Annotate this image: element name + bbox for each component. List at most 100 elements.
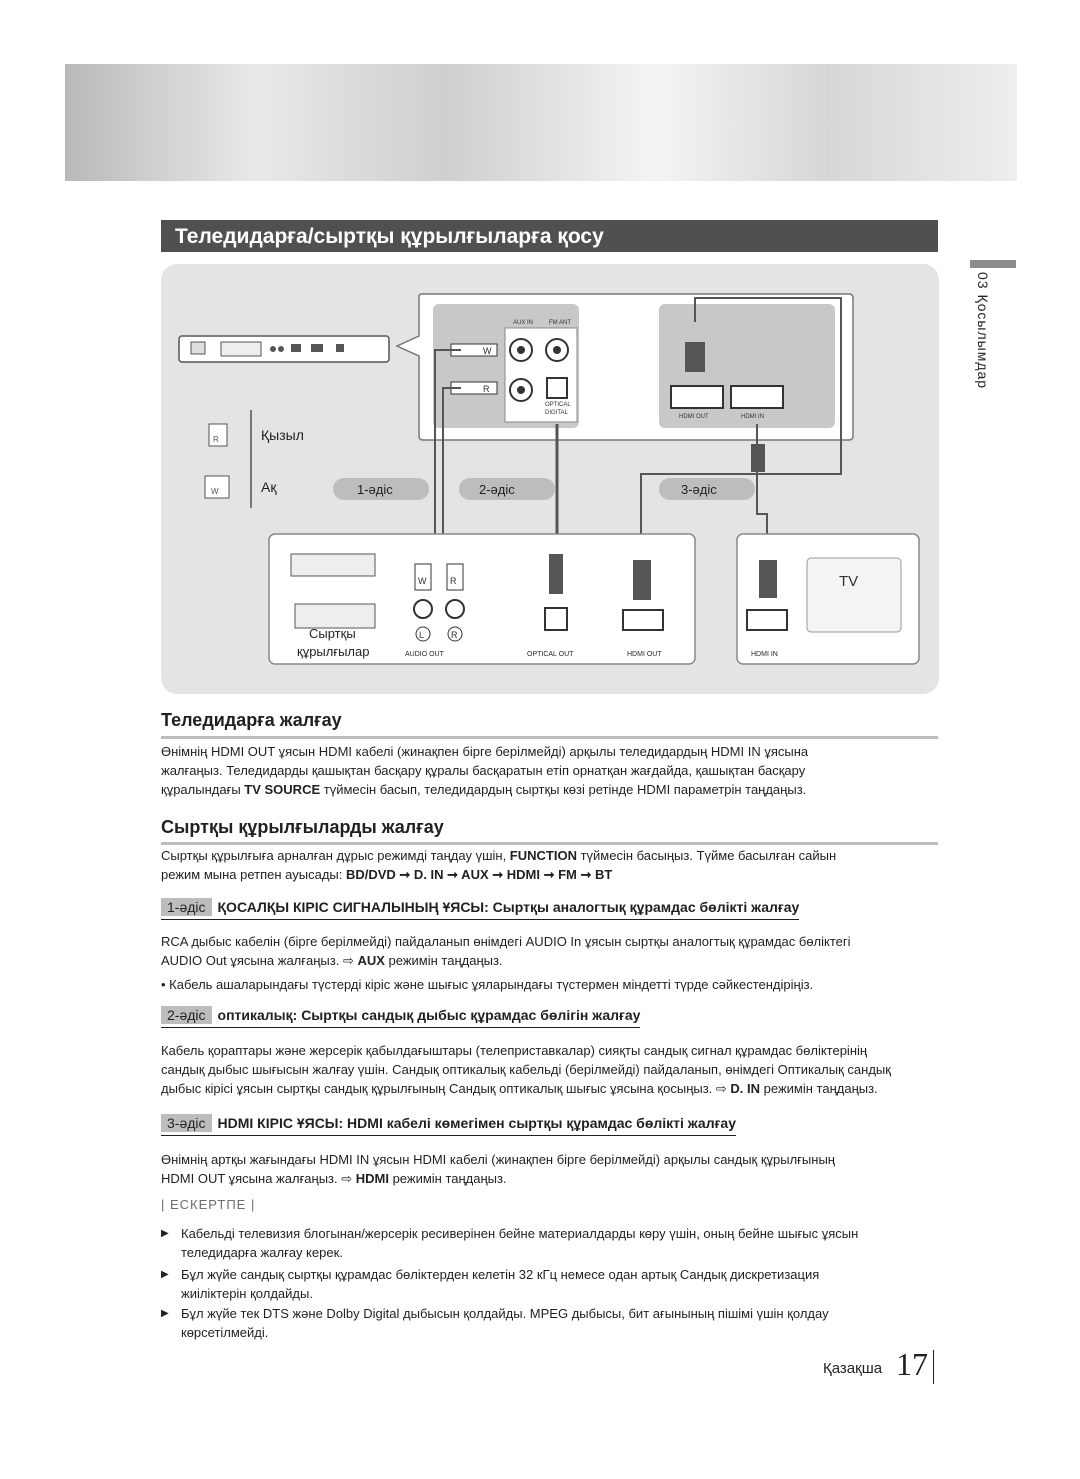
connection-diagram: AUX IN FM ANT OPTICAL DIGITAL W R HDMI O… (161, 264, 939, 694)
product-unit (178, 335, 390, 363)
text-line: жалғаңыз. Теледидарды қашықтан басқару қ… (161, 763, 806, 778)
legend-white-plug (204, 475, 230, 499)
method3-text: Өнімнің артқы жағындағы HDMI IN ұясын HD… (161, 1150, 941, 1188)
text-line: AUDIO Out ұясына жалғаңыз. ⇨ AUX режимін… (161, 953, 503, 968)
panel-hdmi-in-label: HDMI IN (741, 414, 764, 420)
plug-r-label: R (483, 384, 490, 394)
hdmi-in-jack (746, 609, 788, 631)
header-band (65, 64, 1017, 181)
digital-label: DIGITAL (545, 410, 569, 416)
method2-heading: 2-әдіс оптикалық: Сыртқы сандық дыбыс құр… (161, 1006, 641, 1028)
jack-l-label: L (419, 630, 424, 640)
footer-language: Қазақша (823, 1360, 883, 1377)
tv-label: TV (839, 573, 858, 590)
method2-text: Кабель қораптары және жерсерік қабылдағы… (161, 1041, 941, 1098)
method3-heading-text: HDMI КІРІС ҰЯСЫ: HDMI кабелі көмегімен с… (217, 1115, 736, 1131)
text-line: Өнімнің артқы жағындағы HDMI IN ұясын HD… (161, 1152, 835, 1167)
ext-plug-w-label: W (418, 576, 427, 586)
page-title: Теледидарға/сыртқы құрылғыларға қосу (175, 225, 604, 248)
method2-heading-badge: 2-әдіс (161, 1006, 212, 1024)
legend-red-letter: R (213, 435, 219, 444)
ext-plug-w (414, 563, 432, 591)
note-line: жиіліктерін қолдайды. (181, 1286, 313, 1301)
method3-heading-badge: 3-әдіс (161, 1114, 212, 1132)
method1-label: 1-әдіс (357, 482, 393, 497)
method1-heading-badge: 1-әдіс (161, 898, 212, 916)
jack-r-label: R (451, 630, 458, 640)
method1-heading: 1-әдіс ҚОСАЛҚЫ КІРІС СИГНАЛЫНЫҢ ҰЯСЫ: Сыр… (161, 898, 800, 920)
chapter-tab (970, 260, 1016, 268)
method3-badge (659, 478, 755, 500)
plug-w-label: W (483, 346, 492, 356)
method2-label: 2-әдіс (479, 482, 515, 497)
optical-label: OPTICAL (545, 402, 571, 408)
method1-badge (333, 478, 429, 500)
text-line: Сыртқы құрылғыға арналған дұрыс режимді … (161, 848, 837, 863)
hdmi-out-label: HDMI OUT (627, 651, 662, 658)
section-tv-text: Өнімнің HDMI OUT ұясын HDMI кабелі (жина… (161, 742, 941, 799)
ext-devices-label-2: құрылғылар (297, 644, 369, 659)
method2-heading-text: оптикалық: Сыртқы сандық дыбыс құрамдас … (217, 1007, 641, 1023)
method3-label: 3-әдіс (681, 482, 717, 497)
note-line: көрсетілмейді. (181, 1325, 269, 1340)
section-tv-title: Теледидарға жалғау (161, 710, 342, 730)
cable-rca-red (442, 387, 461, 534)
optical-out-label: OPTICAL OUT (527, 651, 574, 658)
note-title: | ЕСКЕРТПЕ | (161, 1197, 256, 1212)
note-line: Кабельді телевизия блогынан/жерсерік рес… (181, 1226, 859, 1241)
aux-in-label: AUX IN (513, 320, 533, 326)
hdmi-out-socket (670, 385, 724, 409)
section-rule (161, 736, 938, 739)
hdmi-in-label: HDMI IN (751, 651, 778, 658)
note-item: ▶ Кабельді телевизия блогынан/жерсерік р… (161, 1224, 941, 1262)
cable-rca-white (434, 349, 461, 534)
text-line: HDMI OUT ұясына жалғаңыз. ⇨ HDMI режимін… (161, 1171, 507, 1186)
optical-plug (549, 554, 563, 594)
page-number: 17 (896, 1346, 928, 1382)
bullet-arrow-icon: ▶ (161, 1269, 169, 1280)
ext-device-2 (294, 603, 376, 629)
section-ext-text: Сыртқы құрылғыға арналған дұрыс режимді … (161, 846, 941, 884)
legend-white-text: Ақ (261, 479, 277, 495)
text-line: дыбыс кірісі ұясын сыртқы сандық құрылғы… (161, 1081, 878, 1096)
method2-badge (459, 478, 555, 500)
section-rule (161, 842, 938, 845)
note-item: ▶ Бұл жүйе сандық сыртқы құрамдас бөлікт… (161, 1265, 941, 1303)
text-line: Өнімнің HDMI OUT ұясын HDMI кабелі (жина… (161, 744, 809, 759)
method1-heading-text: ҚОСАЛҚЫ КІРІС СИГНАЛЫНЫҢ ҰЯСЫ: Сыртқы ан… (217, 899, 800, 915)
optical-in-jack (546, 377, 568, 399)
hdmi-in-socket (730, 385, 784, 409)
ext-devices-label-1: Сыртқы (309, 626, 356, 641)
hdmi-tv-plug (759, 560, 777, 598)
text-line: RCA дыбыс кабелін (бірге берілмейді) пай… (161, 934, 851, 949)
cable-hdmi-ext (640, 297, 842, 534)
method1-text: RCA дыбыс кабелін (бірге берілмейді) пай… (161, 932, 941, 994)
note-line: теледидарға жалғау керек. (181, 1245, 343, 1260)
ext-device-1 (290, 553, 376, 577)
legend-white-letter: W (211, 487, 219, 496)
text-line: сандық дыбыс шығысын жалғау үшін. Сандық… (161, 1062, 891, 1077)
method3-heading: 3-әдіс HDMI КІРІС ҰЯСЫ: HDMI кабелі көмег… (161, 1114, 736, 1136)
note-line: Бұл жүйе сандық сыртқы құрамдас бөліктер… (181, 1267, 820, 1282)
legend-red-text: Қызыл (261, 427, 304, 443)
note-item: ▶ Бұл жүйе тек DTS және Dolby Digital ды… (161, 1304, 941, 1342)
bullet-arrow-icon: ▶ (161, 1228, 169, 1239)
hdmi-plug-tv (751, 444, 765, 472)
bullet-item: • Кабель ашаларындағы түстерді кіріс жән… (161, 977, 814, 992)
chapter-label: 03 Қосылымдар (975, 272, 991, 390)
text-line: құралындағы TV SOURCE түймесін басып, те… (161, 782, 807, 797)
ext-plug-r (446, 563, 464, 591)
hdmi-out-jack (622, 609, 664, 631)
text-line: Кабель қораптары және жерсерік қабылдағы… (161, 1043, 868, 1058)
ext-plug-r-label: R (450, 576, 457, 586)
optical-out-jack (544, 607, 568, 631)
note-line: Бұл жүйе тек DTS және Dolby Digital дыбы… (181, 1306, 829, 1321)
fm-ant-label: FM ANT (549, 320, 571, 326)
legend-red-plug (208, 423, 228, 447)
hdmi-plug-top (685, 342, 705, 372)
tv-screen (806, 557, 902, 633)
text-line: режим мына ретпен ауысады: BD/DVD ➞ D. I… (161, 867, 613, 882)
footer-divider (933, 1350, 934, 1384)
section-ext-title: Сыртқы құрылғыларды жалғау (161, 817, 444, 837)
audio-out-label: AUDIO OUT (405, 651, 445, 658)
